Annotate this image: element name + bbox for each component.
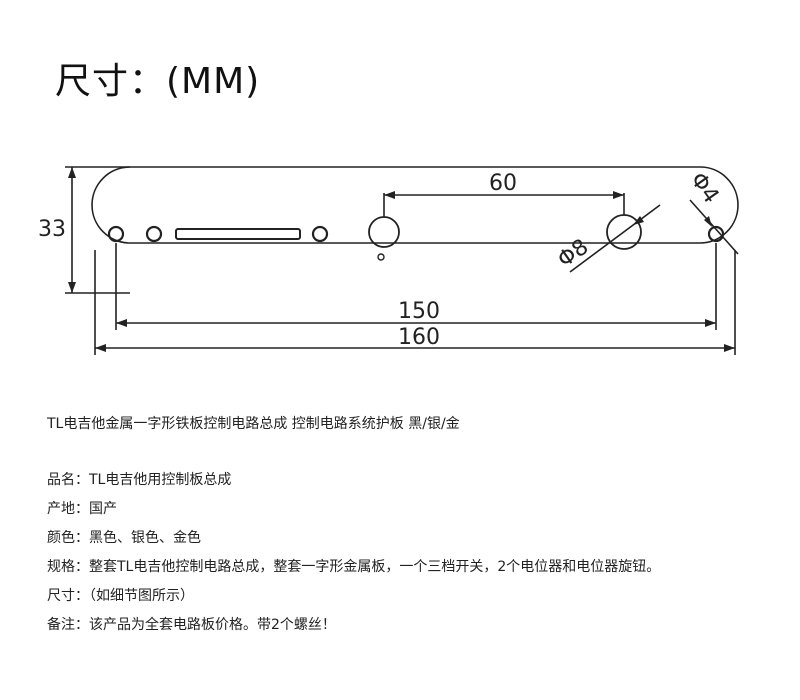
control-plate-diagram: 33 60 Φ8 Φ4 150 160 [38, 166, 739, 355]
switch-slot [175, 228, 301, 240]
phi8-label: Φ8 [553, 234, 593, 272]
product-info-list: 品名：TL电吉他用控制板总成 产地：国产 颜色：黑色、银色、金色 规格：整套TL… [47, 470, 660, 644]
phi4-label: Φ4 [685, 168, 723, 208]
info-spec: 规格：整套TL电吉他控制电路总成，整套一字形金属板，一个三档开关，2个电位器和电… [47, 559, 661, 575]
info-size: 尺寸：（如细节图所示） [47, 588, 194, 604]
info-name: 品名：TL电吉他用控制板总成 [47, 472, 232, 488]
height-label: 33 [38, 217, 66, 242]
product-description: TL电吉他金属一字形铁板控制电路总成 控制电路系统护板 黑/银/金 [47, 416, 460, 432]
info-color: 颜色：黑色、银色、金色 [47, 530, 201, 546]
info-note: 备注：该产品为全套电路板价格。带2个螺丝！ [47, 617, 336, 633]
info-origin: 产地：国产 [47, 501, 117, 517]
pot-hole-small [145, 225, 163, 243]
total-length-label: 160 [398, 325, 440, 350]
spacing-label: 60 [489, 171, 517, 196]
pot-hole-small-2 [311, 225, 329, 243]
inner-length-label: 150 [398, 299, 440, 324]
page-title: 尺寸：(MM) [55, 61, 261, 102]
screw-hole-right [707, 225, 725, 243]
plate-outline [91, 166, 739, 244]
screw-hole-left [107, 225, 125, 243]
